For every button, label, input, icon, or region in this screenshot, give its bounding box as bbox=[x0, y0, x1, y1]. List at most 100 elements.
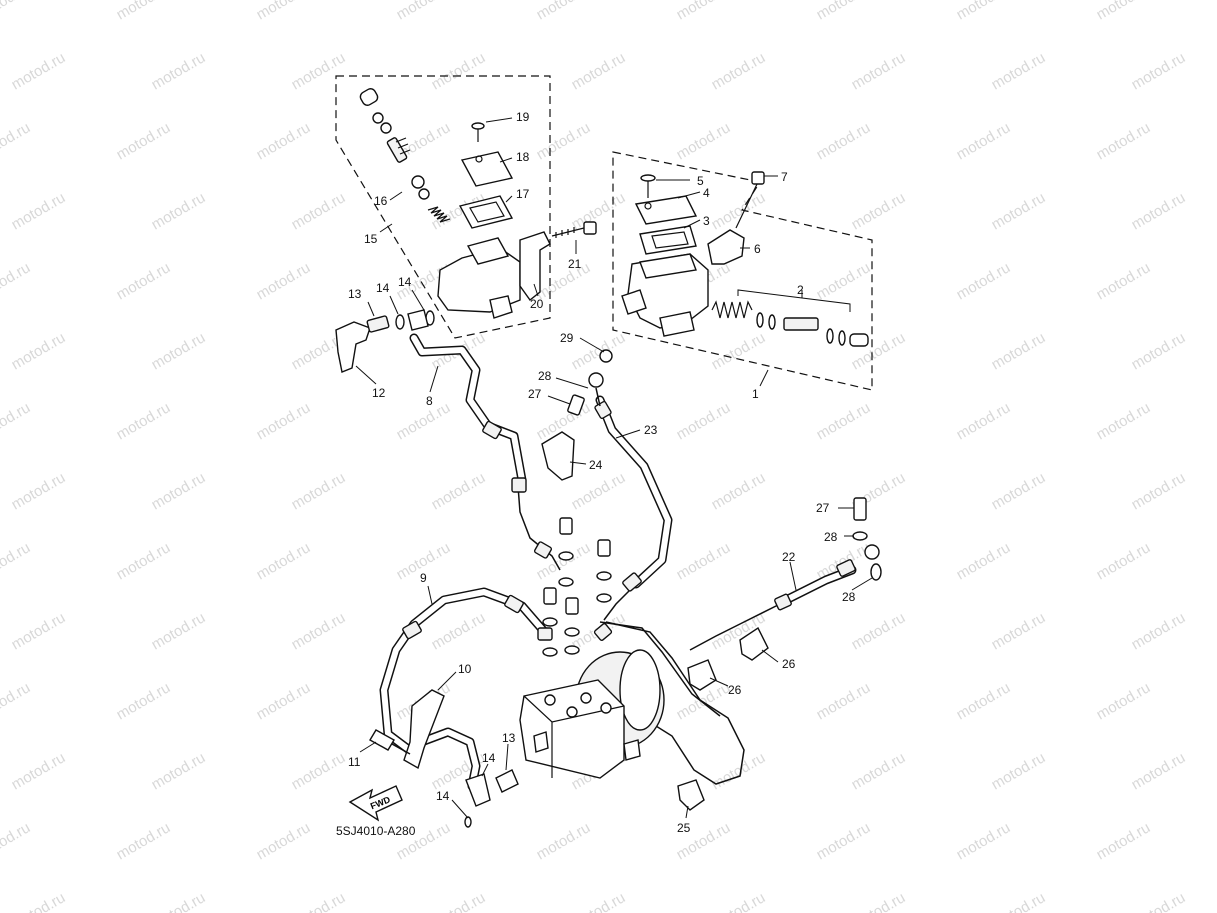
watermark-text: motod.ru bbox=[0, 819, 33, 863]
leader-8 bbox=[429, 365, 439, 393]
bolt-27-upper bbox=[567, 394, 585, 416]
watermark-text: motod.ru bbox=[709, 749, 769, 793]
watermark-text: motod.ru bbox=[1129, 189, 1189, 233]
callout-10: 10 bbox=[458, 662, 472, 676]
callout-21: 21 bbox=[568, 257, 582, 271]
leader-11 bbox=[359, 741, 377, 753]
reservoir-cover-4 bbox=[634, 195, 698, 225]
watermark-text: motod.ru bbox=[0, 679, 33, 723]
leader-14a bbox=[389, 295, 399, 315]
diagram-code: 5SJ4010-A280 bbox=[336, 824, 416, 838]
watermark-text: motod.ru bbox=[1129, 469, 1189, 513]
fitting-8a bbox=[482, 420, 502, 440]
watermark-text: motod.ru bbox=[149, 469, 209, 513]
fwd-arrow-shape bbox=[348, 785, 403, 822]
watermark-text: motod.ru bbox=[709, 469, 769, 513]
bolt-11-shank bbox=[391, 743, 411, 755]
watermark-text: motod.ru bbox=[814, 119, 874, 163]
watermark-text: motod.ru bbox=[534, 119, 594, 163]
callout-8: 8 bbox=[426, 394, 433, 408]
abs-stud-right bbox=[623, 739, 641, 761]
callout-14a: 14 bbox=[376, 281, 390, 295]
reservoir-cover-18 bbox=[460, 151, 514, 187]
abs-stud-left bbox=[533, 731, 549, 753]
callout-4: 4 bbox=[703, 186, 710, 200]
callout-13a: 13 bbox=[348, 287, 362, 301]
washer-14a bbox=[395, 314, 405, 330]
callout-28a: 28 bbox=[538, 369, 552, 383]
callout-27b: 27 bbox=[816, 501, 830, 515]
watermark-text: motod.ru bbox=[1129, 329, 1189, 373]
watermark-text: motod.ru bbox=[394, 399, 454, 443]
diaphragm-inner bbox=[469, 201, 505, 223]
leader-9 bbox=[427, 585, 433, 605]
watermark-text: motod.ru bbox=[9, 609, 69, 653]
bolt-cap-12 bbox=[335, 321, 371, 373]
watermark-text: motod.ru bbox=[1094, 399, 1154, 443]
callout-11: 11 bbox=[348, 755, 361, 769]
piston-part bbox=[386, 137, 408, 163]
watermark-text: motod.ru bbox=[9, 329, 69, 373]
fitting-9b bbox=[402, 620, 422, 640]
watermark-text: motod.ru bbox=[954, 679, 1014, 723]
leader-14b bbox=[411, 289, 425, 311]
bracket-20 bbox=[519, 231, 551, 302]
watermark-text: motod.ru bbox=[849, 189, 909, 233]
callout-2: 2 bbox=[797, 283, 804, 297]
union-bolt-b bbox=[597, 539, 611, 557]
leader-4 bbox=[677, 191, 701, 199]
leader-19 bbox=[485, 117, 513, 123]
leader-17 bbox=[505, 195, 513, 203]
sensor-25 bbox=[677, 779, 705, 811]
brake-pipe-9-lower-inner bbox=[413, 729, 479, 789]
watermark-text: motod.ru bbox=[289, 609, 349, 653]
spring-part bbox=[427, 206, 451, 223]
leader-27 bbox=[547, 395, 571, 405]
abs-hydraulic-unit bbox=[519, 649, 665, 779]
piston-rings bbox=[395, 137, 411, 155]
fitting-22b bbox=[836, 559, 856, 577]
watermark-text: motod.ru bbox=[814, 819, 874, 863]
watermark-text: motod.ru bbox=[674, 0, 734, 23]
watermark-text: motod.ru bbox=[849, 889, 909, 913]
watermark-text: motod.ru bbox=[0, 119, 33, 163]
lower-hardware bbox=[369, 689, 519, 828]
hose-fittings bbox=[402, 349, 882, 657]
watermark-text: motod.ru bbox=[954, 119, 1014, 163]
banjo-fitting-29 bbox=[599, 349, 613, 363]
cup-part bbox=[411, 175, 425, 189]
union-bolt-d bbox=[565, 597, 579, 615]
screw-5-head bbox=[640, 174, 656, 182]
leader-26b bbox=[761, 649, 779, 663]
banjo-fitting-28 bbox=[588, 372, 604, 388]
watermark-text: motod.ru bbox=[1129, 49, 1189, 93]
bolt-7-head bbox=[751, 171, 765, 185]
seal-ring-c bbox=[826, 328, 834, 344]
abs-port-1 bbox=[544, 694, 556, 706]
watermark-text: motod.ru bbox=[254, 0, 314, 23]
watermark-text: motod.ru bbox=[289, 49, 349, 93]
leader-20 bbox=[533, 283, 539, 297]
diaphragm-17 bbox=[458, 195, 514, 229]
watermark-text: motod.ru bbox=[0, 399, 33, 443]
watermark-text: motod.ru bbox=[149, 49, 209, 93]
watermark-text: motod.ru bbox=[0, 539, 33, 583]
watermark-text: motod.ru bbox=[1129, 889, 1189, 913]
callout-14d: 14 bbox=[436, 789, 450, 803]
screw-19-head bbox=[471, 122, 485, 130]
callout-20: 20 bbox=[530, 297, 544, 311]
watermark-text: motod.ru bbox=[289, 189, 349, 233]
sensors bbox=[677, 626, 769, 811]
leader-15 bbox=[379, 223, 393, 233]
callout-18: 18 bbox=[516, 150, 530, 164]
fitting-8b bbox=[511, 477, 527, 493]
watermark-text: motod.ru bbox=[149, 329, 209, 373]
boot-2 bbox=[849, 333, 869, 347]
watermark-text: motod.ru bbox=[674, 539, 734, 583]
watermark-text: motod.ru bbox=[569, 189, 629, 233]
watermark-text: motod.ru bbox=[1094, 819, 1154, 863]
watermark-text: motod.ru bbox=[1129, 609, 1189, 653]
washer-28-lower-a bbox=[852, 531, 868, 541]
brake-hose-23-inner bbox=[597, 397, 671, 587]
